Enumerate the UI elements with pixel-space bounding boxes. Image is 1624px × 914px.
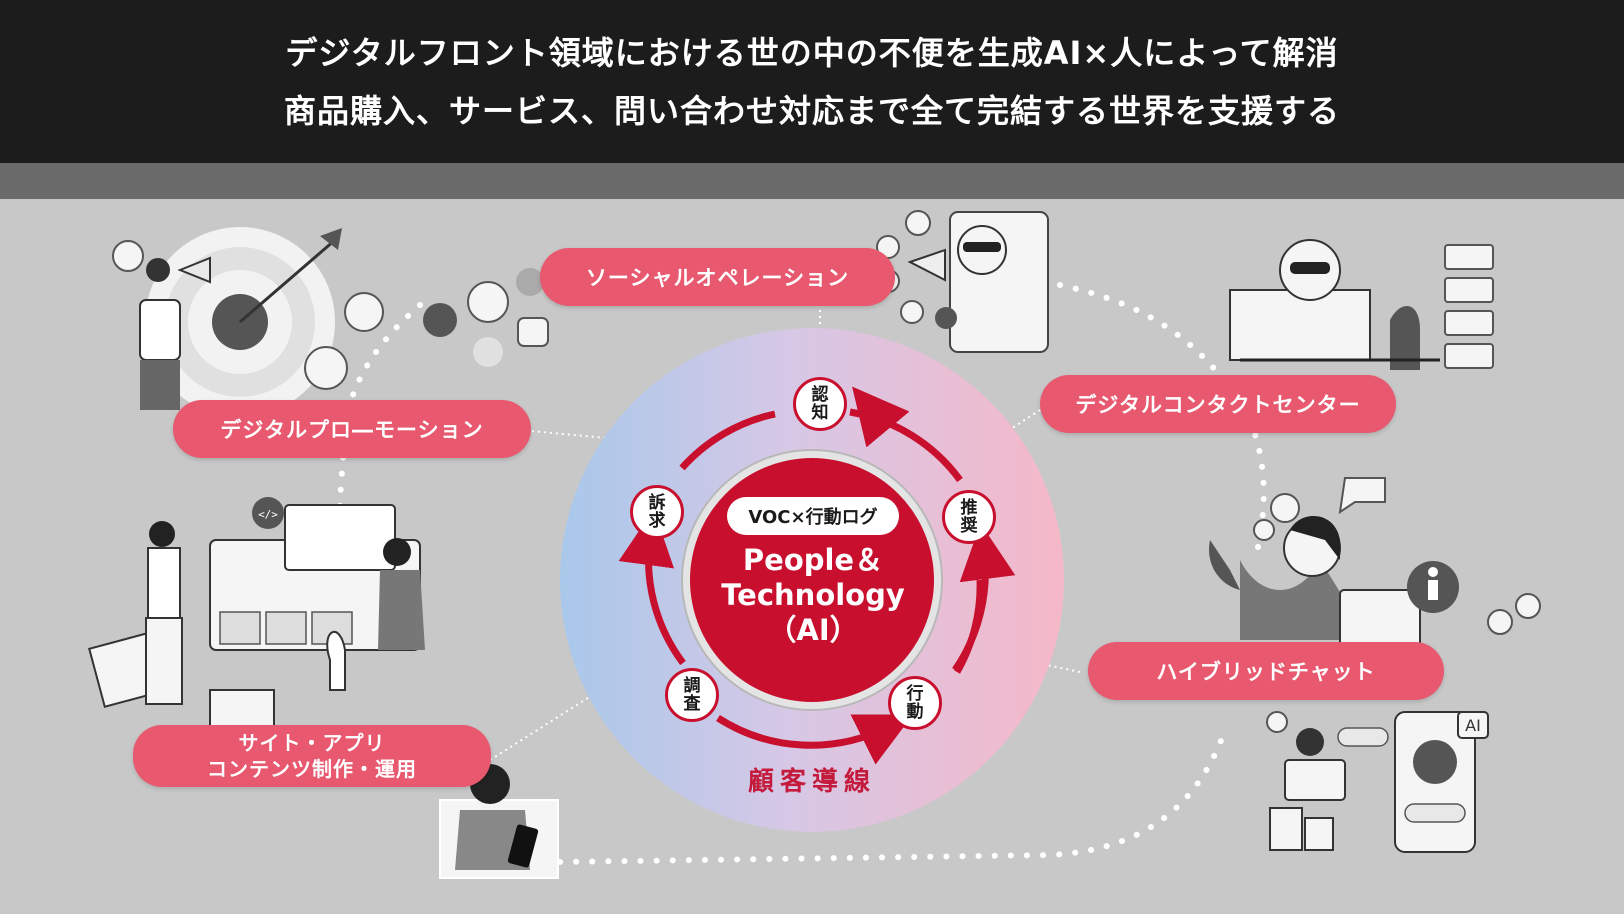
core-title: People＆ Technology （AI） xyxy=(680,543,946,648)
node-koudou: 行 動 xyxy=(888,676,942,730)
chat-bubble-icon xyxy=(1338,477,1386,515)
node-suishou-char-2: 奨 xyxy=(960,516,978,536)
smartphone-ai-illustration: AI xyxy=(1266,711,1489,853)
divider-band xyxy=(0,163,1624,199)
customer-journey-label: 顧客導線 xyxy=(747,767,876,797)
mail-icon xyxy=(1515,593,1541,619)
arrow-suikyu-to-ninchi xyxy=(679,410,776,471)
globe-icon xyxy=(467,281,509,323)
user-icon xyxy=(905,210,931,236)
tablet-user-illustration xyxy=(439,764,559,879)
connector-right-arc xyxy=(1057,282,1267,563)
arrow-chousa-to-suikyu xyxy=(618,509,686,666)
core-title-line-1: People＆ xyxy=(742,543,884,577)
arrow-koudou-up-to-suishou xyxy=(952,523,1016,672)
phone-icon xyxy=(1209,540,1240,590)
node-suishou: 推 奨 xyxy=(942,490,996,544)
node-koudou-char-2: 動 xyxy=(906,702,924,722)
node-suikyu-char-1: 訴 xyxy=(648,493,666,513)
arrow-koudou-to-chousa xyxy=(716,714,914,765)
pill-site-app-line-1: サイト・アプリ xyxy=(238,731,386,755)
code-badge: </> xyxy=(258,508,278,521)
header-banner: デジタルフロント領域における世の中の不便を生成AI×人によって解消 商品購入、サ… xyxy=(0,0,1624,163)
share-icon xyxy=(517,317,549,347)
node-suishou-char-1: 推 xyxy=(960,498,978,518)
gear-icon xyxy=(1253,519,1275,541)
arrow-head-ninchi-side xyxy=(852,386,910,448)
node-ninchi-char-1: 認 xyxy=(811,385,829,405)
headline-line-2: 商品購入、サービス、問い合わせ対応まで全て完結する世界を支援する xyxy=(283,91,1340,130)
node-koudou-char-1: 行 xyxy=(906,684,924,704)
like-icon xyxy=(423,303,457,337)
web-design-illustration: </> xyxy=(88,497,425,739)
headline-line-1: デジタルフロント領域における世の中の不便を生成AI×人によって解消 xyxy=(285,33,1339,72)
phone-small-icon xyxy=(1487,609,1513,635)
connector-bottom-arc xyxy=(557,727,1228,865)
social-icons-cluster xyxy=(423,268,549,367)
target-illustration xyxy=(112,227,384,417)
core-title-line-3: （AI） xyxy=(767,613,859,647)
contact-center-illustration xyxy=(1229,239,1494,370)
dotted-connectors xyxy=(332,282,1267,865)
heart-icon xyxy=(473,337,503,367)
core-title-line-2: Technology xyxy=(721,578,905,612)
voc-action-log-tag: VOC×行動ログ xyxy=(727,497,899,535)
chat-icon xyxy=(935,307,957,329)
pill-social-operation: ソーシャルオペレーション xyxy=(540,248,895,306)
ai-badge: AI xyxy=(1465,716,1481,735)
node-suikyu-char-2: 求 xyxy=(648,511,666,531)
gear-icon xyxy=(516,268,544,296)
gear-icon xyxy=(1270,493,1300,523)
node-suikyu: 訴 求 xyxy=(630,485,684,539)
gear-icon xyxy=(1266,711,1288,733)
node-chousa-char-1: 調 xyxy=(683,676,701,696)
robot-megaphone-illustration xyxy=(876,210,1049,353)
pill-site-app-line-2: コンテンツ制作・運用 xyxy=(207,757,417,781)
node-chousa: 調 査 xyxy=(665,668,719,722)
node-chousa-char-2: 査 xyxy=(683,694,701,714)
pill-digital-contact-center: デジタルコンタクトセンター xyxy=(1040,375,1396,433)
pill-hybrid-chat: ハイブリッドチャット xyxy=(1088,642,1444,700)
pill-digital-promotion: デジタルプロ―モーション xyxy=(173,400,531,458)
code-icon xyxy=(252,497,284,529)
chat-operator-illustration xyxy=(1209,477,1541,649)
hashtag-icon xyxy=(900,300,924,324)
pill-site-app-content: サイト・アプリ コンテンツ制作・運用 xyxy=(133,725,491,787)
node-ninchi: 認 知 xyxy=(793,377,847,431)
node-ninchi-char-2: 知 xyxy=(811,403,829,423)
cycle-arrows xyxy=(618,386,1016,765)
